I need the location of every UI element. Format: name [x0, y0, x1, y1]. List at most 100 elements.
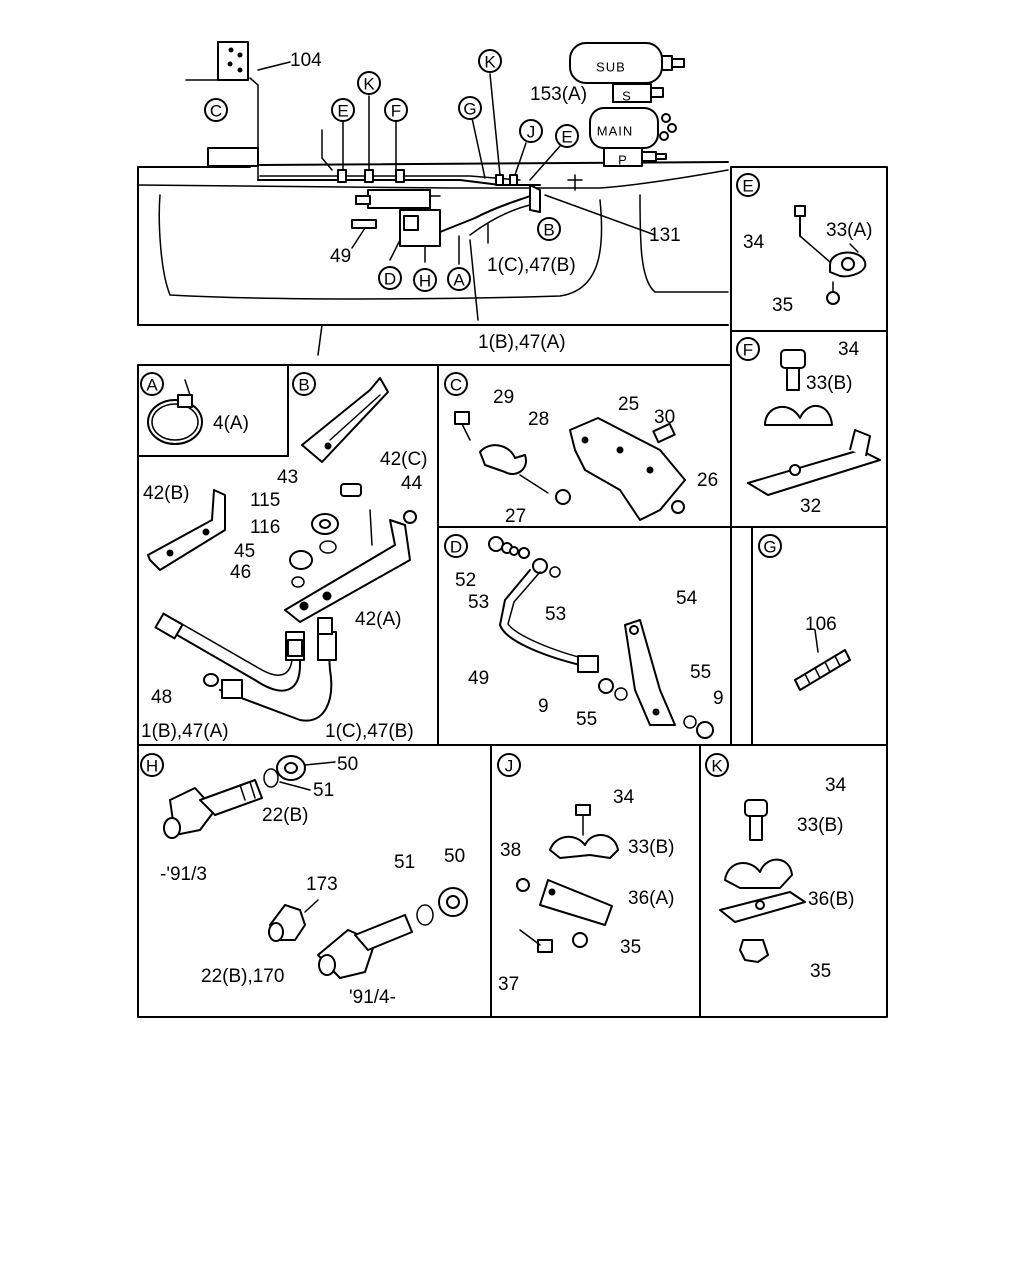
- detail-tag: C: [450, 376, 462, 395]
- detail-tag: E: [742, 177, 753, 196]
- part-number-label: 26: [697, 470, 718, 491]
- callout-circle: [413, 268, 437, 292]
- date-range-label: -'91/3: [160, 864, 207, 885]
- part-number-label: 9: [713, 688, 724, 709]
- part-number-label: 35: [772, 295, 793, 316]
- part-number-label: 33(B): [628, 837, 674, 858]
- part-number-label: 4(A): [213, 413, 249, 434]
- valve-block: [367, 189, 431, 209]
- callout-circle: [555, 124, 579, 148]
- part-number-label: 38: [500, 840, 521, 861]
- callout-circle: [758, 534, 782, 558]
- main-callout: B: [543, 221, 554, 240]
- callout-circle: [444, 534, 468, 558]
- part-number-label: 106: [805, 614, 837, 635]
- part-number-label: 55: [576, 709, 597, 730]
- callout-circle: [378, 266, 402, 290]
- p-sender-label: P: [618, 153, 628, 168]
- bracket-c-block: [207, 147, 259, 167]
- part-number-label: 48: [151, 687, 172, 708]
- callout-circle: [204, 98, 228, 122]
- frame-bracket-104: [217, 41, 249, 81]
- fuel-line-49: [499, 569, 581, 666]
- bracket-32: [747, 449, 881, 496]
- callout-circle: [736, 173, 760, 197]
- part-number-label: 33(B): [797, 815, 843, 836]
- date-range-label: '91/4-: [349, 987, 396, 1008]
- callout-circle: [357, 71, 381, 95]
- detail-tag: G: [763, 538, 776, 557]
- part-number-label: 42(B): [143, 483, 189, 504]
- part-number-label: 33(A): [826, 220, 872, 241]
- detail-a-drawing: [147, 379, 203, 445]
- part-number-label: 34: [825, 775, 847, 796]
- main-callout: J: [527, 123, 536, 142]
- part-number-label: 116: [250, 517, 280, 538]
- callout-circle: [292, 372, 316, 396]
- part-number-label: 25: [618, 394, 639, 415]
- part-number-label: 22(B),170: [201, 966, 284, 987]
- main-callout: E: [337, 102, 348, 121]
- connector-106: [794, 649, 851, 691]
- main-callout: H: [419, 272, 431, 291]
- s-sender: [612, 83, 652, 103]
- hose-1c: [219, 639, 333, 722]
- part-number-label: 51: [394, 852, 415, 873]
- main-callout: F: [391, 102, 401, 121]
- part-number-label: 153(A): [530, 84, 587, 105]
- part-number-label: 42(C): [380, 449, 428, 470]
- part-number-label: 29: [493, 387, 514, 408]
- part-number-label: 35: [810, 961, 831, 982]
- main-callout: D: [384, 270, 396, 289]
- main-callout: A: [453, 271, 465, 290]
- part-number-label: 1(C),47(B): [487, 255, 576, 276]
- part-number-label: 49: [468, 668, 489, 689]
- part-number-label: 44: [401, 473, 423, 494]
- part-number-label: 50: [337, 754, 358, 775]
- part-number-label: 30: [654, 407, 675, 428]
- part-number-label: 35: [620, 937, 641, 958]
- part-number-label: 54: [676, 588, 698, 609]
- part-number-label: 55: [690, 662, 711, 683]
- part-number-label: 22(B): [262, 805, 308, 826]
- part-number-label: 1(B),47(A): [478, 332, 566, 353]
- part-number-label: 52: [455, 570, 476, 591]
- frame-rail-outline: [137, 166, 729, 326]
- detail-j-drawing: [516, 804, 619, 953]
- detail-c-drawing: [454, 411, 686, 521]
- detail-tag: J: [505, 757, 514, 776]
- hose-1b: [164, 627, 301, 692]
- detail-tag: K: [711, 757, 723, 776]
- callout-circle: [497, 753, 521, 777]
- part-number-label: 50: [444, 846, 465, 867]
- bracket-42c: [301, 377, 389, 463]
- part-number-label: 27: [505, 506, 526, 527]
- part-number-label: 173: [306, 874, 338, 895]
- hose-clamp-4a: [147, 399, 203, 445]
- part-number-label: 36(A): [628, 888, 674, 909]
- detail-h-drawing: [163, 755, 468, 979]
- callout-circle: [458, 96, 482, 120]
- detail-tag: F: [743, 341, 753, 360]
- panel-frames: [137, 166, 888, 1018]
- main-callout: G: [463, 100, 476, 119]
- part-number-label: 131: [649, 225, 681, 246]
- callout-circle: [478, 49, 502, 73]
- callout-circle: [705, 753, 729, 777]
- callout-circle: [331, 98, 355, 122]
- detail-tag: D: [450, 538, 462, 557]
- main-callout: K: [363, 75, 375, 94]
- part-number-label: 49: [330, 246, 351, 267]
- detail-d-drawing: [488, 536, 714, 739]
- bracket-42b: [147, 489, 226, 571]
- part-number-label: 53: [545, 604, 566, 625]
- detail-g-drawing: [794, 629, 851, 691]
- fuel-pipe: [257, 179, 541, 186]
- detail-e-drawing: [794, 205, 867, 305]
- callout-circle: [444, 372, 468, 396]
- part-number-label: 51: [313, 780, 334, 801]
- callout-circle: [140, 372, 164, 396]
- sub-tank-label: SUB: [596, 60, 626, 75]
